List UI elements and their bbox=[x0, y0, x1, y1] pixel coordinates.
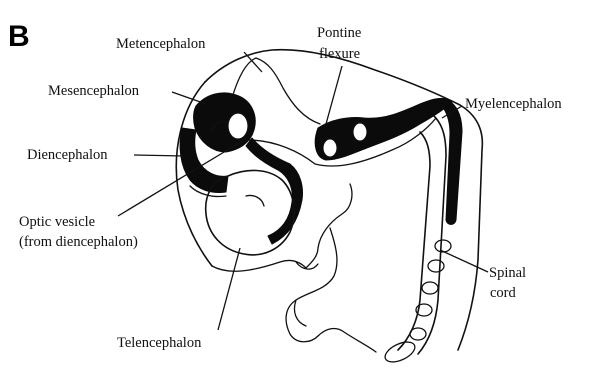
hindbrain-cavity-2 bbox=[353, 123, 367, 141]
label-optic-vesicle-1: Optic vesicle bbox=[19, 214, 95, 230]
telencephalon-shadow bbox=[246, 195, 264, 206]
label-pontine-flexure-2: flexure bbox=[319, 46, 360, 62]
somite-3 bbox=[422, 282, 438, 294]
optic-stalk-lumen bbox=[246, 138, 303, 244]
lower-body-outline bbox=[286, 228, 376, 352]
spinal-cord-cut-end bbox=[382, 338, 418, 366]
label-optic-vesicle-2: (from diencephalon) bbox=[19, 234, 138, 250]
leader-mesencephalon bbox=[172, 92, 206, 104]
label-mesencephalon: Mesencephalon bbox=[48, 83, 140, 99]
leader-spinal-cord bbox=[440, 250, 488, 272]
label-telencephalon: Telencephalon bbox=[117, 335, 202, 351]
label-diencephalon: Diencephalon bbox=[27, 147, 108, 163]
somite-2 bbox=[428, 260, 444, 272]
somite-5 bbox=[410, 328, 426, 340]
label-spinal-cord-1: Spinal bbox=[489, 265, 526, 281]
label-pontine-flexure-1: Pontine bbox=[317, 25, 361, 41]
leader-pontine-flexure bbox=[326, 66, 342, 124]
somite-1 bbox=[435, 240, 451, 252]
spinal-cord-inner-wall bbox=[398, 132, 430, 350]
label-spinal-cord-2: cord bbox=[490, 285, 517, 301]
panel-letter: B bbox=[8, 20, 30, 53]
embryo-outer-outline bbox=[205, 50, 482, 350]
spinal-cord-outer-wall bbox=[418, 116, 446, 354]
mesencephalon-cavity bbox=[228, 113, 248, 139]
heart-bulge bbox=[294, 300, 306, 326]
leader-telencephalon bbox=[218, 248, 240, 330]
leader-metencephalon bbox=[244, 52, 262, 72]
label-metencephalon: Metencephalon bbox=[116, 36, 206, 52]
label-myelencephalon: Myelencephalon bbox=[465, 96, 562, 112]
hindbrain-cavity-1 bbox=[323, 139, 337, 157]
